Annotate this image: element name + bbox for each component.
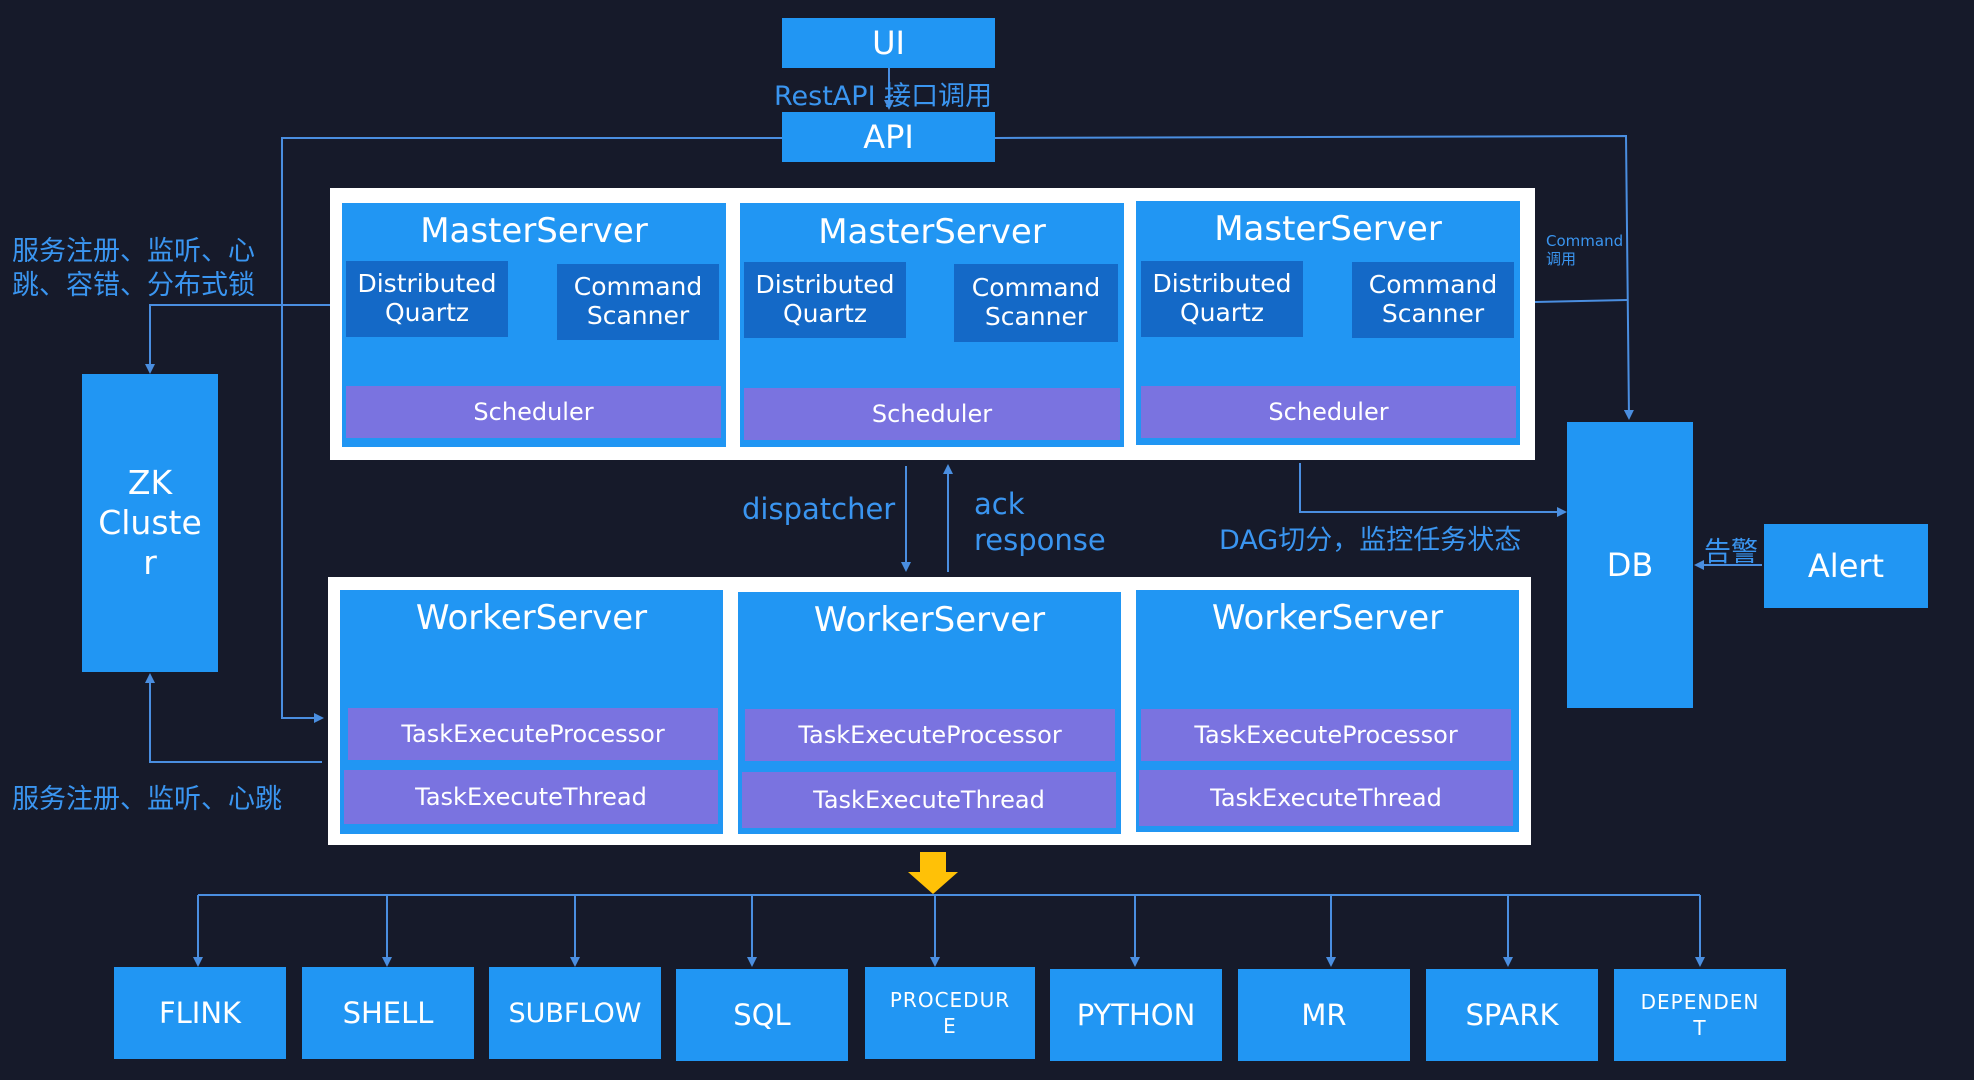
task-label-line1: FLINK (158, 996, 242, 1030)
task-sql-box: SQL (676, 969, 848, 1061)
quartz-line2: Quartz (782, 299, 868, 328)
alert-box: Alert (1764, 524, 1928, 608)
zk-register-line1: 服务注册、监听、心 (12, 236, 255, 267)
db-box: DB (1567, 422, 1693, 708)
master-title: MasterServer (1214, 209, 1442, 249)
command-scanner-box: Command Scanner (954, 264, 1118, 342)
quartz-line2: Quartz (1179, 298, 1265, 327)
task-execute-thread-box: TaskExecuteThread (344, 770, 718, 824)
quartz-line1: Distributed (1152, 269, 1292, 299)
processor-label: TaskExecuteProcessor (401, 720, 665, 748)
task-mr-box: MR (1238, 969, 1410, 1061)
task-label-line2: E (943, 1014, 957, 1038)
scanner-line2: Scanner (586, 301, 690, 330)
scheduler-box: Scheduler (744, 388, 1120, 440)
task-label-line1: PYTHON (1076, 998, 1196, 1032)
task-execute-processor-box: TaskExecuteProcessor (1141, 709, 1511, 761)
api-box: API (782, 112, 995, 162)
task-procedure-box: PROCEDUR E (865, 967, 1035, 1059)
scheduler-label: Scheduler (473, 398, 594, 426)
worker-title: WorkerServer (1211, 598, 1444, 638)
scheduler-label: Scheduler (871, 400, 993, 428)
ui-box: UI (782, 18, 995, 68)
restapi-label: RestAPI 接口调用 (774, 81, 993, 112)
command-line2: 调用 (1546, 250, 1577, 268)
ack-line2: response (974, 523, 1106, 557)
command-scanner-box: Command Scanner (1352, 262, 1514, 338)
task-label-line1: DEPENDEN (1640, 990, 1760, 1014)
command-call-label: Command 调用 (1546, 232, 1623, 268)
alert-label: Alert (1807, 547, 1885, 585)
zk-register-label: 服务注册、监听、心 跳、容错、分布式锁 (12, 235, 255, 303)
task-execute-processor-box: TaskExecuteProcessor (745, 709, 1115, 761)
alarm-label: 告警 (1704, 537, 1758, 568)
task-subflow-box: SUBFLOW (489, 967, 661, 1059)
zk-line3: r (143, 543, 157, 582)
task-execute-processor-box: TaskExecuteProcessor (348, 708, 718, 760)
task-spark-box: SPARK (1426, 969, 1598, 1061)
processor-label: TaskExecuteProcessor (1194, 721, 1458, 749)
api-label: API (863, 118, 914, 156)
thread-label: TaskExecuteThread (1210, 784, 1442, 812)
task-label-line1: SHELL (342, 996, 434, 1030)
scanner-line1: Command (573, 272, 703, 302)
distributed-quartz-box: Distributed Quartz (346, 261, 508, 337)
processor-label: TaskExecuteProcessor (798, 721, 1062, 749)
quartz-line2: Quartz (384, 298, 470, 327)
scanner-line2: Scanner (984, 302, 1088, 331)
master-title: MasterServer (420, 211, 648, 251)
task-execute-thread-box: TaskExecuteThread (1139, 770, 1513, 826)
task-label-line1: SQL (733, 998, 791, 1032)
scheduler-box: Scheduler (346, 386, 721, 438)
task-label-line1: MR (1301, 998, 1347, 1032)
worker-title: WorkerServer (813, 600, 1046, 640)
dag-label: DAG切分，监控任务状态 (1219, 525, 1522, 556)
quartz-line1: Distributed (755, 270, 895, 300)
scanner-line1: Command (1368, 270, 1498, 300)
zk-register-line2: 跳、容错、分布式锁 (12, 270, 255, 301)
thread-label: TaskExecuteThread (415, 783, 647, 811)
command-line1: Command (1546, 232, 1624, 250)
task-label-line1: SPARK (1465, 998, 1559, 1032)
scanner-line2: Scanner (1381, 299, 1485, 328)
zk-cluster-box: ZK Cluste r (82, 374, 218, 672)
task-label-line1: SUBFLOW (508, 997, 642, 1029)
zk-line2: Cluste (98, 503, 202, 542)
ui-label: UI (872, 24, 905, 62)
master-title: MasterServer (818, 212, 1046, 252)
ack-response-label: ack response (974, 486, 1106, 558)
task-execute-thread-box: TaskExecuteThread (742, 772, 1116, 828)
scanner-line1: Command (971, 273, 1101, 303)
db-label: DB (1606, 546, 1654, 584)
task-flink-box: FLINK (114, 967, 286, 1059)
task-shell-box: SHELL (302, 967, 474, 1059)
thread-label: TaskExecuteThread (813, 786, 1045, 814)
distributed-quartz-box: Distributed Quartz (1141, 261, 1303, 337)
command-scanner-box: Command Scanner (557, 264, 719, 340)
task-python-box: PYTHON (1050, 969, 1222, 1061)
task-dependent-box: DEPENDEN T (1614, 969, 1786, 1061)
zk-heartbeat-label: 服务注册、监听、心跳 (12, 784, 282, 815)
quartz-line1: Distributed (357, 269, 497, 299)
dispatcher-label: dispatcher (742, 492, 896, 526)
zk-line1: ZK (127, 463, 173, 502)
ack-line1: ack (974, 487, 1025, 521)
task-label-line2: T (1693, 1016, 1707, 1040)
scheduler-label: Scheduler (1268, 398, 1389, 426)
distributed-quartz-box: Distributed Quartz (744, 262, 906, 338)
worker-title: WorkerServer (415, 598, 648, 638)
scheduler-box: Scheduler (1141, 386, 1516, 438)
task-label-line1: PROCEDUR (889, 988, 1011, 1012)
